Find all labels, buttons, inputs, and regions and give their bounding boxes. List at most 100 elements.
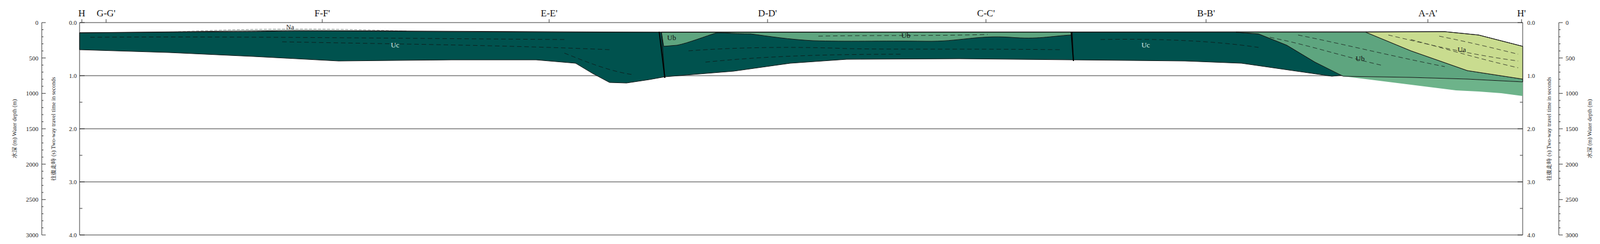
axis-tick: [1558, 177, 1561, 179]
axis-tick: [1558, 185, 1561, 186]
axis-tick: [41, 149, 44, 151]
axis-tick: [1558, 71, 1561, 73]
axis-title: 水深 (m) Water depth (m): [1586, 99, 1593, 159]
axis-tick: [41, 85, 44, 87]
seafloor: [79, 30, 1523, 47]
axis-tick: [1558, 43, 1561, 45]
depth-value: 2000: [25, 160, 39, 168]
axis-tick: [1558, 171, 1561, 172]
unit-label: Ua: [1457, 45, 1466, 54]
axis-tick: [41, 93, 46, 94]
axis-tick: [41, 213, 44, 214]
axis-tick: [1558, 199, 1563, 200]
axis-tick: [1558, 107, 1561, 108]
axis-tick: [1558, 99, 1561, 101]
depth-value: 1000: [1565, 89, 1578, 97]
axis-tick: [1558, 205, 1561, 207]
depth-value: 3000: [1565, 231, 1578, 239]
section-ticks: [81, 19, 1522, 23]
axis-tick: [1519, 102, 1523, 103]
axis-tick: [41, 128, 46, 129]
axis-tick: [41, 177, 44, 179]
axis-tick: [41, 163, 46, 165]
time-value: 4.0: [68, 231, 77, 239]
depth-value: 500: [1565, 54, 1576, 62]
axis-tick: [1517, 22, 1523, 24]
unit-label: Ub: [667, 33, 677, 42]
axis-tick: [41, 114, 44, 115]
axis-tick: [41, 121, 44, 122]
axis-tick: [1558, 156, 1561, 158]
section-label: H: [78, 8, 86, 20]
axis-tick: [41, 50, 44, 52]
axis-tick: [41, 171, 44, 172]
axis-tick: [1558, 135, 1561, 137]
time-value: 3.0: [1527, 178, 1536, 186]
axis-tick: [1558, 50, 1561, 52]
axis-tick: [41, 227, 44, 229]
axis-tick: [79, 181, 85, 183]
depth-value: 500: [29, 54, 39, 62]
time-value: 1.0: [1527, 72, 1536, 80]
axis-tick: [41, 191, 44, 193]
axis-tick: [41, 135, 44, 137]
axis-tick: [1558, 85, 1561, 87]
ub-unit: [661, 32, 1073, 47]
depth-value: 2500: [1565, 195, 1578, 203]
axis-tick: [41, 199, 46, 200]
reflectors: [90, 34, 1519, 75]
axis-tick: [41, 71, 44, 73]
section-label: D-D': [757, 8, 777, 20]
depth-value: 2000: [1565, 160, 1578, 168]
axis-tick: [1558, 36, 1561, 38]
axis-tick: [1558, 220, 1561, 221]
axis-tick: [41, 36, 44, 38]
depth-value: 2500: [25, 195, 39, 203]
axis-tick: [41, 64, 44, 66]
axis-tick: [41, 234, 46, 235]
fault-lines: [659, 31, 1074, 78]
axis-tick: [41, 205, 44, 207]
axis-tick: [1517, 128, 1523, 130]
axis-tick: [1558, 191, 1561, 193]
axis-tick: [1558, 29, 1561, 30]
axis-tick: [1517, 181, 1523, 183]
unit-label: Ub: [1355, 54, 1365, 63]
section-label: H': [1517, 8, 1526, 20]
axis-ticks: [41, 22, 1563, 235]
axis-tick: [1517, 234, 1523, 236]
axis-tick: [1558, 93, 1563, 94]
axis-tick: [1558, 213, 1561, 214]
axis-tick: [41, 43, 44, 45]
section-label: C-C': [976, 8, 995, 20]
axis-tick: [41, 220, 44, 221]
unit-label: Uc: [1141, 41, 1150, 50]
axis-tick: [41, 22, 46, 24]
axis-tick: [1558, 121, 1561, 122]
time-value: 4.0: [1527, 231, 1536, 239]
axis-title: 往復走時 (s) Two-way travel time in seconds: [1545, 76, 1553, 181]
axis-tick: [41, 29, 44, 30]
unit-label: Ub: [901, 31, 911, 40]
depth-value: 1500: [1565, 125, 1578, 133]
axis-tick: [79, 128, 85, 130]
axis-tick: [1558, 128, 1563, 129]
uc-unit: [661, 32, 1074, 77]
axis-tick: [41, 57, 46, 59]
axis-tick: [1558, 234, 1563, 235]
time-value: 2.0: [1527, 125, 1536, 133]
axis-tick: [41, 185, 44, 186]
ua-unit: [1365, 31, 1523, 80]
unit-label: Uc: [390, 41, 400, 50]
axis-tick: [1558, 163, 1563, 165]
section-label: E-E': [540, 8, 558, 20]
axis-tick: [1558, 142, 1561, 144]
depth-value: 1500: [25, 125, 39, 133]
axis-title: 水深 (m) Water depth (m): [11, 99, 18, 159]
time-value: 2.0: [68, 125, 77, 133]
axis-tick: [79, 155, 83, 156]
axis-tick: [1519, 208, 1523, 209]
axis-tick: [1558, 149, 1561, 151]
axis-tick: [1558, 79, 1561, 80]
axis-tick: [1558, 57, 1563, 59]
